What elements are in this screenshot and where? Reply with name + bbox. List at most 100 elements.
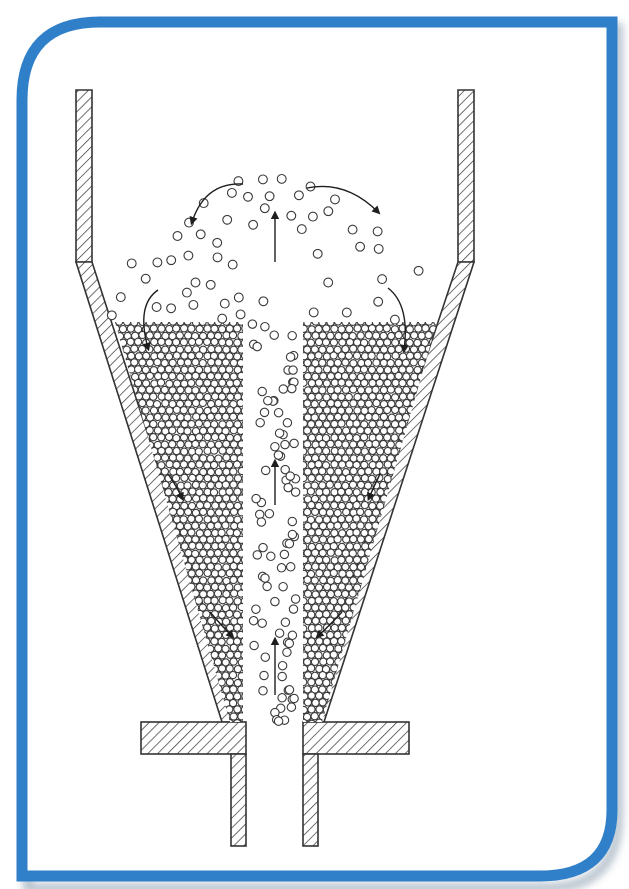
particle bbox=[141, 274, 150, 283]
particle bbox=[230, 413, 237, 420]
particle bbox=[196, 352, 203, 359]
particle bbox=[226, 679, 233, 686]
particle bbox=[377, 366, 384, 373]
particle bbox=[207, 373, 214, 380]
particle bbox=[278, 662, 286, 670]
particle bbox=[304, 576, 311, 583]
particle bbox=[338, 638, 345, 645]
particle bbox=[309, 212, 318, 221]
particle bbox=[184, 467, 191, 474]
particle bbox=[342, 522, 349, 529]
particle bbox=[234, 293, 243, 302]
particle bbox=[327, 454, 334, 461]
particle bbox=[188, 515, 195, 522]
particle bbox=[259, 687, 267, 695]
particle bbox=[204, 338, 211, 345]
particle bbox=[215, 346, 222, 353]
particle bbox=[219, 652, 226, 659]
particle bbox=[297, 225, 306, 234]
particle bbox=[356, 242, 365, 251]
particle bbox=[334, 495, 341, 502]
particle bbox=[185, 441, 192, 448]
particle bbox=[353, 352, 360, 359]
particle bbox=[196, 461, 203, 468]
particle bbox=[188, 529, 195, 536]
particle bbox=[263, 582, 271, 590]
particle bbox=[331, 502, 338, 509]
particle bbox=[195, 597, 202, 604]
particle bbox=[204, 624, 211, 631]
particle bbox=[308, 380, 315, 387]
particle bbox=[199, 441, 206, 448]
particle bbox=[339, 461, 346, 468]
particle bbox=[215, 495, 222, 502]
particle bbox=[158, 434, 165, 441]
particle bbox=[192, 522, 199, 529]
particle bbox=[256, 419, 264, 427]
particle bbox=[323, 407, 330, 414]
particle bbox=[290, 694, 298, 702]
particle bbox=[309, 308, 318, 317]
particle bbox=[200, 495, 207, 502]
particle bbox=[315, 652, 322, 659]
particle bbox=[211, 434, 218, 441]
particle bbox=[127, 259, 136, 268]
particle bbox=[169, 508, 176, 515]
particle bbox=[200, 414, 207, 421]
particle bbox=[319, 672, 326, 679]
particle bbox=[312, 468, 319, 475]
left-flange bbox=[141, 722, 246, 754]
particle bbox=[154, 346, 161, 353]
particle bbox=[327, 373, 334, 380]
particle bbox=[127, 338, 134, 345]
particle bbox=[330, 638, 337, 645]
particle bbox=[308, 475, 315, 482]
particle bbox=[258, 619, 266, 627]
particle bbox=[167, 304, 176, 313]
particle bbox=[373, 227, 382, 236]
particle bbox=[161, 386, 168, 393]
particle bbox=[358, 414, 365, 421]
particle bbox=[319, 440, 326, 447]
particle bbox=[378, 275, 387, 284]
particle bbox=[188, 420, 195, 427]
particle bbox=[323, 325, 330, 332]
particle bbox=[331, 379, 338, 386]
particle bbox=[323, 597, 330, 604]
particle bbox=[192, 372, 199, 379]
particle bbox=[342, 604, 349, 611]
particle bbox=[308, 556, 315, 563]
particle bbox=[222, 481, 229, 488]
particle bbox=[384, 379, 391, 386]
particle bbox=[154, 386, 161, 393]
particle bbox=[229, 672, 236, 679]
particle bbox=[181, 474, 188, 481]
particle bbox=[199, 360, 206, 367]
particle bbox=[169, 441, 176, 448]
particle bbox=[207, 631, 214, 638]
particle bbox=[146, 427, 153, 434]
particle bbox=[360, 434, 367, 441]
particle bbox=[127, 325, 134, 332]
particle bbox=[274, 717, 282, 725]
particle bbox=[312, 549, 319, 556]
particle bbox=[316, 474, 323, 481]
particle bbox=[414, 266, 423, 275]
particle bbox=[230, 427, 237, 434]
particle bbox=[181, 325, 188, 332]
particle bbox=[315, 584, 322, 591]
particle bbox=[188, 570, 195, 577]
particle bbox=[319, 549, 326, 556]
particle bbox=[256, 510, 264, 518]
particle bbox=[169, 373, 176, 380]
particle bbox=[230, 686, 237, 693]
particle bbox=[308, 692, 315, 699]
particle bbox=[358, 400, 365, 407]
particle bbox=[207, 550, 214, 557]
particle bbox=[384, 394, 391, 401]
particle bbox=[334, 605, 341, 612]
particle bbox=[215, 399, 222, 406]
particle bbox=[281, 618, 289, 626]
particle bbox=[153, 258, 162, 267]
particle bbox=[331, 420, 338, 427]
